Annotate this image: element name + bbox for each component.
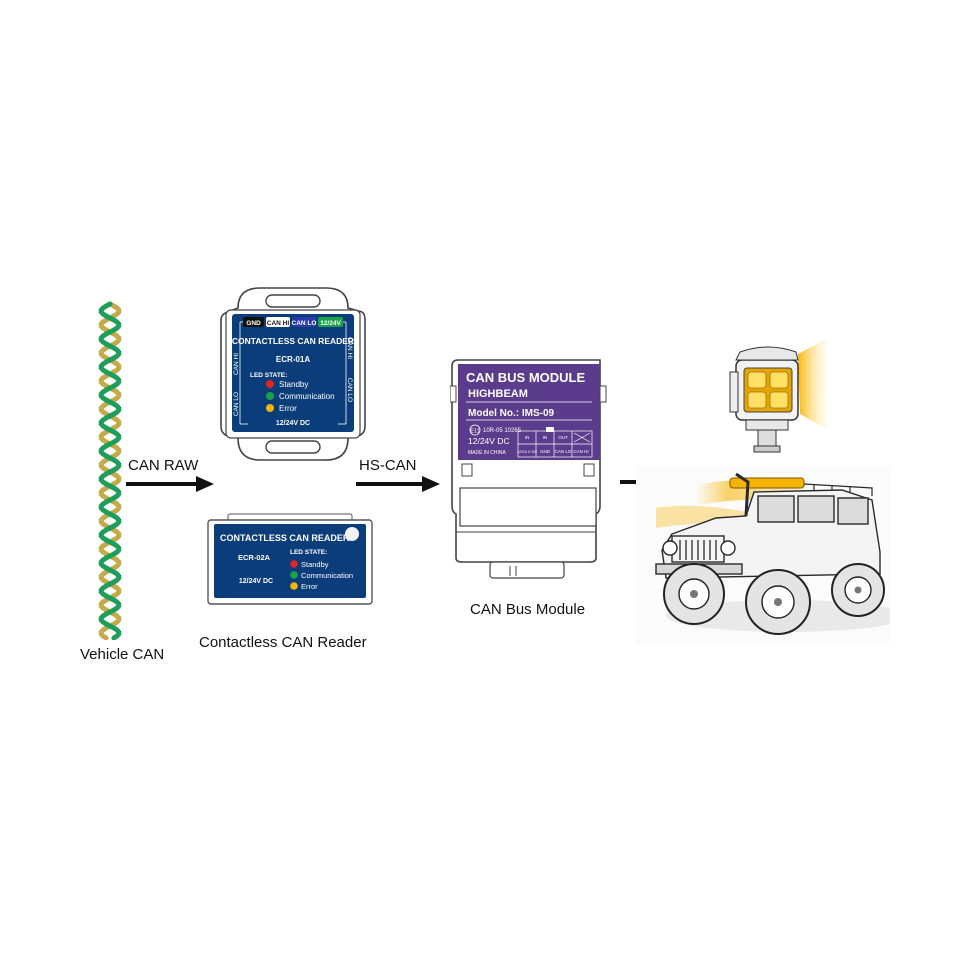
can-bus-module-label: CAN Bus Module — [470, 601, 586, 618]
arrow-right-icon — [356, 476, 440, 492]
reader1-model: ECR-01A — [276, 355, 310, 364]
svg-text:12/24V DC: 12/24V DC — [468, 436, 510, 446]
svg-text:LED STATE:: LED STATE: — [250, 372, 287, 379]
twisted-pair-wire-icon — [98, 301, 122, 640]
svg-text:OUT: OUT — [558, 435, 568, 440]
vehicle-can-label: Vehicle CAN — [80, 646, 165, 663]
svg-text:CAN HI: CAN HI — [346, 337, 353, 359]
svg-text:CAN LO: CAN LO — [555, 449, 572, 454]
module-model: Model No.: IMS-09 — [468, 408, 555, 419]
svg-text:IN: IN — [543, 435, 548, 440]
svg-text:CAN HI: CAN HI — [233, 353, 240, 375]
svg-text:GND: GND — [540, 449, 551, 454]
contactless-reader-label: Contactless CAN Reader — [199, 634, 367, 651]
svg-text:MADE IN CHINA: MADE IN CHINA — [468, 450, 506, 456]
svg-text:Error: Error — [279, 404, 297, 413]
svg-text:Standby: Standby — [279, 380, 308, 389]
pin-12-24v: 12/24V — [320, 320, 341, 327]
svg-text:Communication: Communication — [279, 392, 335, 401]
svg-text:Error: Error — [301, 582, 318, 591]
reader2-model: ECR-02A — [238, 553, 271, 562]
svg-text:E11: E11 — [470, 429, 479, 435]
contactless-can-reader-ecr01a: GND CAN HI CAN LO 12/24V CAN HI CAN LO C… — [220, 287, 366, 461]
reader1-title: CONTACTLESS CAN READER — [232, 336, 354, 346]
svg-text:CAN LO: CAN LO — [346, 378, 353, 402]
module-title: CAN BUS MODULE — [466, 370, 585, 385]
svg-text:IN: IN — [525, 435, 530, 440]
svg-text:12/24 V DC: 12/24 V DC — [517, 449, 538, 454]
can-raw-label: CAN RAW — [128, 457, 199, 474]
svg-text:Standby: Standby — [301, 560, 329, 569]
svg-text:12/24V DC: 12/24V DC — [239, 578, 273, 585]
pin-gnd: GND — [246, 320, 261, 327]
module-subtitle: HIGHBEAM — [468, 388, 528, 400]
led-work-light-icon — [729, 338, 832, 453]
reader2-title: CONTACTLESS CAN READER — [220, 533, 350, 543]
offroad-jeep-icon — [636, 466, 890, 644]
svg-text:12/24V DC: 12/24V DC — [276, 420, 310, 427]
contactless-can-reader-ecr02a: CONTACTLESS CAN READER ECR-02A 12/24V DC… — [207, 513, 373, 605]
can-bus-module: CAN BUS MODULE HIGHBEAM Model No.: IMS-0… — [450, 359, 607, 579]
svg-text:CAN HI: CAN HI — [573, 449, 588, 454]
svg-text:CAN LO: CAN LO — [233, 392, 240, 416]
pin-can-lo: CAN LO — [292, 320, 317, 327]
hs-can-label: HS-CAN — [359, 457, 417, 474]
svg-text:LED STATE:: LED STATE: — [290, 549, 327, 556]
pin-can-hi: CAN HI — [267, 320, 290, 327]
arrow-right-icon — [126, 476, 214, 492]
svg-text:10R-05 10265: 10R-05 10265 — [483, 428, 522, 434]
svg-text:Communication: Communication — [301, 571, 353, 580]
